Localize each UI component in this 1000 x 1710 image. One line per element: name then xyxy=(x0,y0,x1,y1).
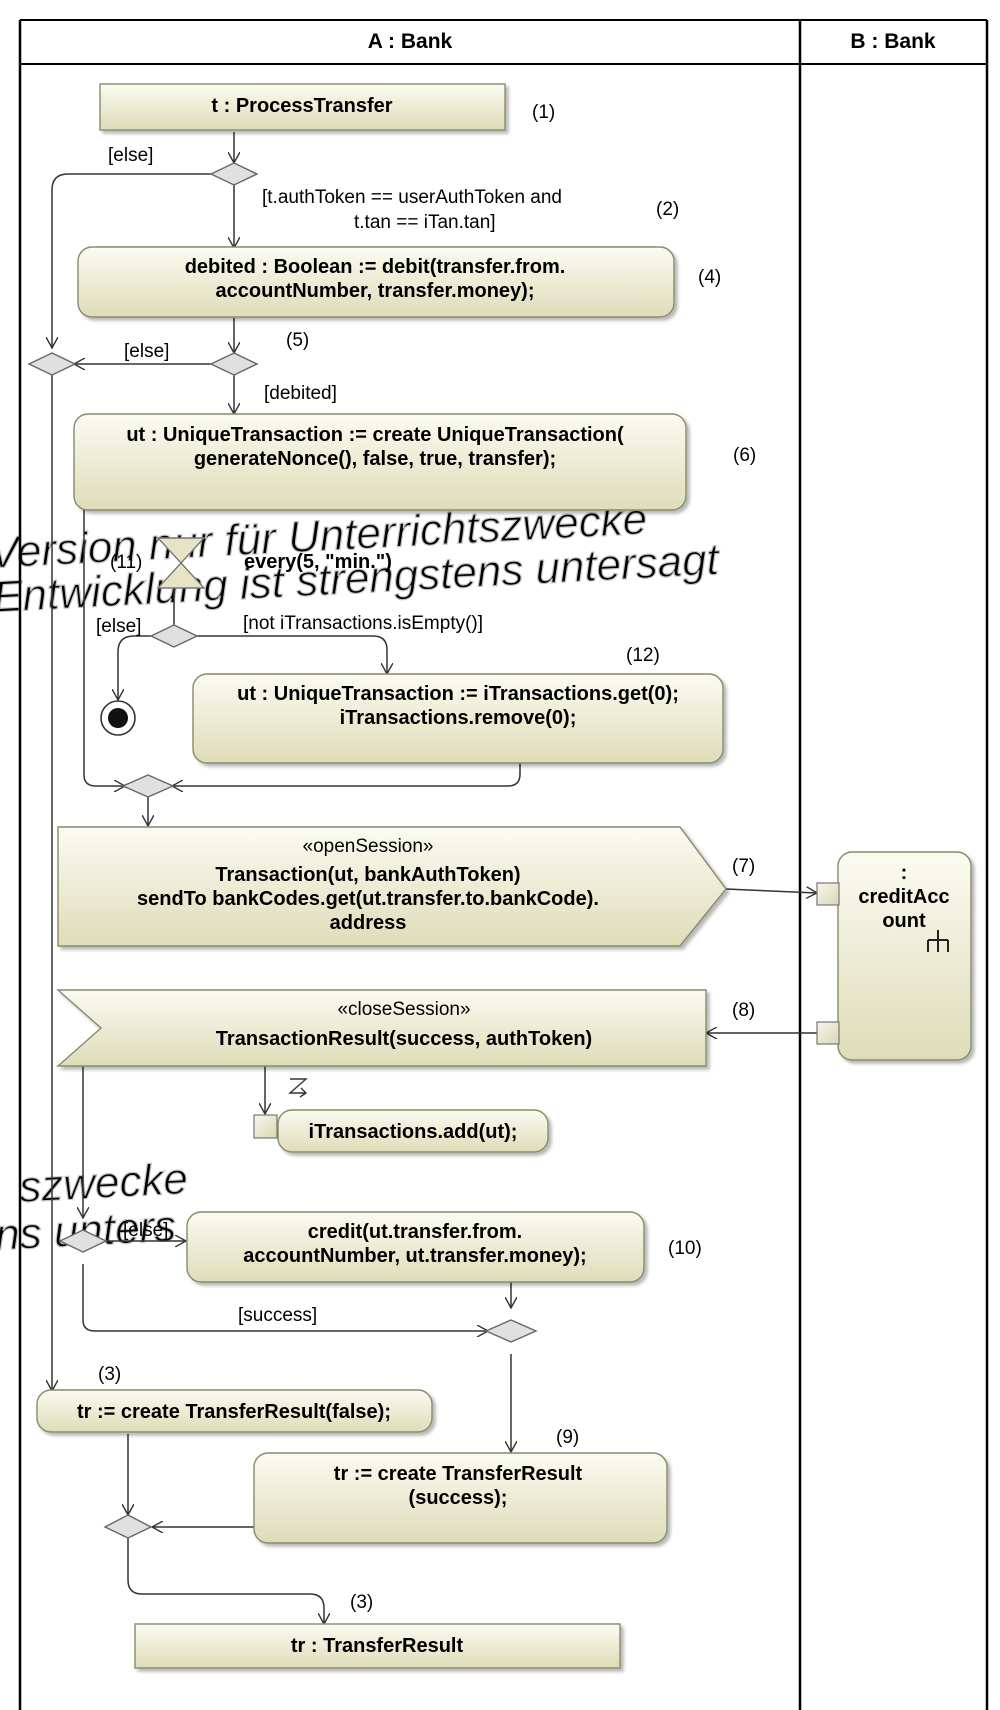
add-ut-label: iTransactions.add(ut); xyxy=(309,1121,518,1143)
action-get-unique-transaction[interactable]: ut : UniqueTransaction := iTransactions.… xyxy=(192,673,724,764)
lane-a-title: A : Bank xyxy=(368,30,453,53)
get-ut-label-line2: iTransactions.remove(0); xyxy=(340,707,577,729)
activity-final-node xyxy=(100,700,136,736)
watermark-line-3: szwecke xyxy=(18,1154,189,1212)
guard-else-1: [else] xyxy=(108,145,153,166)
step-number: (8) xyxy=(732,1000,755,1021)
timer-label: every(5, "min.") xyxy=(244,551,392,573)
debit-label-line2: accountNumber, transfer.money); xyxy=(216,280,535,302)
flow-edge xyxy=(52,173,211,348)
action-credit[interactable]: credit(ut.transfer.from. accountNumber, … xyxy=(186,1211,645,1283)
watermark-line-4: ns unters xyxy=(0,1202,177,1260)
parameter-node-transfer-result[interactable]: tr : TransferResult xyxy=(134,1623,621,1669)
guard-success: [success] xyxy=(238,1305,317,1326)
rake-icon xyxy=(927,930,949,952)
guard-debited: [debited] xyxy=(264,383,337,404)
transfer-result-label: tr : TransferResult xyxy=(291,1635,464,1657)
step-number: (11) xyxy=(110,552,142,573)
step-number: (6) xyxy=(733,445,756,466)
parameter-node-process-transfer[interactable]: t : ProcessTransfer xyxy=(99,83,506,131)
flow-edge xyxy=(197,635,387,674)
merge-node-credit xyxy=(484,1319,538,1343)
step-numbers: (1) (2) (4) (5) (6) (11) (12) (7) (8) (1… xyxy=(98,102,756,1613)
action-debit[interactable]: debited : Boolean := debit(transfer.from… xyxy=(77,246,675,318)
flow-edge xyxy=(725,889,817,893)
action-transfer-result-false[interactable]: tr := create TransferResult(false); xyxy=(36,1389,433,1433)
step-number: (1) xyxy=(532,102,555,123)
hourglass-icon xyxy=(156,537,206,589)
accept-signal-action[interactable]: «closeSession» TransactionResult(success… xyxy=(56,989,707,1067)
flow-edge xyxy=(172,762,521,786)
step-number: (12) xyxy=(626,645,660,666)
interrupt-icon xyxy=(288,1078,308,1098)
guard-auth-line1: [t.authToken == userAuthToken and xyxy=(262,187,562,208)
guard-else-4: [else] xyxy=(123,1220,168,1241)
action-create-unique-transaction[interactable]: ut : UniqueTransaction := create UniqueT… xyxy=(73,413,687,511)
control-flows xyxy=(52,132,817,1624)
step-number: (4) xyxy=(698,267,721,288)
tr-success-line1: tr := create TransferResult xyxy=(334,1463,583,1485)
decision-node-debited xyxy=(209,352,259,376)
decision-node-auth xyxy=(209,162,259,186)
send-signal-line1: Transaction(ut, bankAuthToken) xyxy=(215,864,520,886)
tr-success-line2: (success); xyxy=(409,1487,508,1509)
decision-node-success xyxy=(58,1229,108,1253)
guard-not-empty: [not iTransactions.isEmpty()] xyxy=(243,613,483,634)
lane-b-title: B : Bank xyxy=(850,30,936,53)
credit-account-line2: creditAcc xyxy=(858,886,949,908)
credit-account-line1: : xyxy=(901,862,908,884)
process-transfer-label: t : ProcessTransfer xyxy=(211,95,392,117)
guard-else-2: [else] xyxy=(124,341,169,362)
decision-node-empty xyxy=(149,624,199,648)
create-ut-label-line2: generateNonce(), false, true, transfer); xyxy=(194,448,556,470)
timer-event[interactable]: every(5, "min.") xyxy=(156,537,392,589)
accept-signal-line1: TransactionResult(success, authToken) xyxy=(216,1028,592,1050)
step-number: (5) xyxy=(286,330,309,351)
output-pin xyxy=(816,1021,840,1045)
create-ut-label-line1: ut : UniqueTransaction := create UniqueT… xyxy=(126,424,624,446)
send-signal-line2: sendTo bankCodes.get(ut.transfer.to.bank… xyxy=(137,888,599,910)
input-pin xyxy=(253,1114,278,1139)
merge-node-result xyxy=(103,1514,153,1539)
step-number: (3) xyxy=(98,1364,121,1385)
send-signal-stereotype: «openSession» xyxy=(303,836,434,857)
flow-edge xyxy=(118,635,151,700)
step-number: (2) xyxy=(656,199,679,220)
swimlanes: A : Bank B : Bank xyxy=(18,19,989,1710)
flow-edge xyxy=(83,508,125,786)
merge-node-ut xyxy=(121,774,175,798)
tr-false-label: tr := create TransferResult(false); xyxy=(77,1401,391,1423)
debit-label-line1: debited : Boolean := debit(transfer.from… xyxy=(185,256,566,278)
get-ut-label-line1: ut : UniqueTransaction := iTransactions.… xyxy=(237,683,679,705)
action-add-unique-transaction[interactable]: iTransactions.add(ut); xyxy=(253,1109,549,1153)
credit-account-line3: ount xyxy=(882,910,926,932)
step-number: (3) xyxy=(350,1592,373,1613)
credit-label-line1: credit(ut.transfer.from. xyxy=(308,1221,522,1243)
guard-labels: [else] [t.authToken == userAuthToken and… xyxy=(96,145,562,1326)
step-number: (9) xyxy=(556,1427,579,1448)
send-signal-line3: address xyxy=(330,912,407,934)
guard-auth-line2: t.tan == iTan.tan] xyxy=(354,212,496,233)
action-transfer-result-success[interactable]: tr := create TransferResult (success); xyxy=(253,1452,668,1544)
step-number: (7) xyxy=(732,856,755,877)
accept-signal-stereotype: «closeSession» xyxy=(337,999,470,1020)
input-pin xyxy=(816,882,840,906)
step-number: (10) xyxy=(668,1238,702,1259)
send-signal-action[interactable]: «openSession» Transaction(ut, bankAuthTo… xyxy=(57,826,727,947)
guard-else-3: [else] xyxy=(96,616,141,637)
decision-nodes xyxy=(27,162,538,1539)
flow-edge xyxy=(127,1538,324,1624)
credit-label-line2: accountNumber, ut.transfer.money); xyxy=(243,1245,586,1267)
merge-node-else xyxy=(27,352,77,376)
action-credit-account[interactable]: : creditAcc ount xyxy=(816,851,972,1061)
flow-edge xyxy=(82,1264,488,1331)
